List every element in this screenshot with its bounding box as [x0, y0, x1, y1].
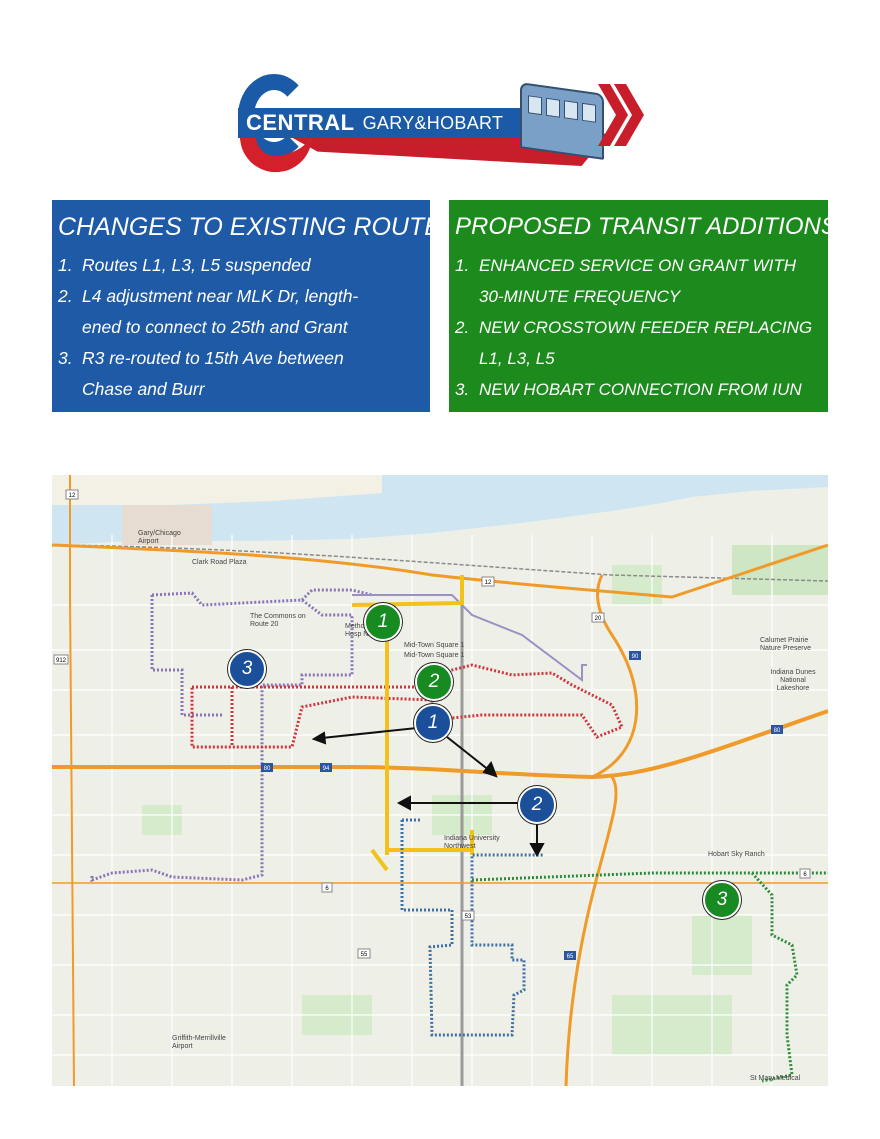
- route-r3-line: [90, 588, 373, 883]
- transit-route-map: 12 12 20 90 80 94 80 912 6 6 53 55 65: [52, 475, 828, 1086]
- highway-network: [52, 475, 828, 1086]
- i80-shield: [261, 763, 273, 772]
- changes-list: 1.Routes L1, L3, L5 suspended 2.L4 adjus…: [52, 250, 430, 405]
- list-item-continuation: Chase and Burr: [82, 379, 205, 399]
- map-marker-change-3[interactable]: 3: [228, 650, 266, 688]
- route-l1-l3-l5-line: [190, 663, 625, 749]
- list-item: 3.R3 re-routed to 15th Ave between: [58, 348, 344, 368]
- route-grant-enhanced-line: [351, 575, 474, 872]
- map-marker-addition-2[interactable]: 2: [415, 663, 453, 701]
- additions-panel-title: PROPOSED TRANSIT ADDITIONS: [455, 213, 837, 240]
- i80-shield-label: 80: [774, 728, 781, 734]
- map-arrows: [311, 727, 545, 858]
- route-purple-branch: [352, 594, 587, 682]
- logo-central-text: CENTRAL: [246, 110, 355, 135]
- park-shape: [612, 565, 662, 605]
- place-label-st-mary: St Mary Medical: [750, 1075, 801, 1082]
- place-label-midtown: Mid-Town Square 1: [404, 652, 465, 659]
- arrow-down-icon: [529, 843, 545, 858]
- us6-shield-label: 6: [803, 872, 807, 878]
- logo-gary-hobart-text: GARY&HOBART: [362, 112, 504, 133]
- i94-shield-label: 94: [323, 766, 330, 772]
- us6-shield: [321, 882, 333, 893]
- us20-shield-label: 20: [595, 616, 602, 622]
- list-item: 2.L4 adjustment near MLK Dr, length-: [58, 286, 359, 306]
- place-label-airport: Gary/Chicago Airport: [138, 530, 181, 545]
- place-label-hobart-sky-ranch: Hobart Sky Ranch: [708, 851, 765, 858]
- i80-shield-label: 80: [264, 766, 271, 772]
- map-marker-change-2[interactable]: 2: [518, 786, 556, 824]
- place-label-commons: The Commons on Route 20: [250, 613, 306, 628]
- route-l4-line: [400, 818, 544, 1037]
- list-item: 3.NEW HOBART CONNECTION FROM IUN: [455, 380, 802, 399]
- i80-shield: [771, 725, 783, 734]
- us20-shield: [591, 612, 605, 623]
- changes-panel-title: CHANGES TO EXISTING ROUTES: [58, 213, 458, 241]
- map-canvas: 12 12 20 90 80 94 80 912 6 6 53 55 65: [52, 475, 828, 1086]
- us6-shield-label: 6: [325, 886, 329, 892]
- central-gary-hobart-logo: CENTRAL GARY&HOBART: [238, 74, 644, 178]
- us53-shield-label: 53: [465, 914, 472, 920]
- state-55-shield: [357, 948, 371, 959]
- i65-shield: [564, 951, 576, 960]
- place-label-iun: Indiana University Northwest: [444, 835, 500, 850]
- us12-shield-label: 12: [485, 580, 492, 586]
- list-item-continuation: L1, L3, L5: [479, 349, 555, 368]
- map-marker-change-1[interactable]: 1: [414, 704, 452, 742]
- airport-area-shape: [122, 505, 212, 545]
- industrial-shore-shape: [52, 475, 382, 505]
- us53-shield: [461, 910, 475, 921]
- list-item-continuation: ened to connect to 25th and Grant: [82, 317, 348, 337]
- i90-shield-label: 90: [632, 654, 639, 660]
- i94-shield: [320, 763, 332, 772]
- proposed-transit-additions-panel: PROPOSED TRANSIT ADDITIONS 1.ENHANCED SE…: [449, 200, 837, 412]
- park-shape: [692, 915, 752, 975]
- us12-shield: [65, 489, 79, 500]
- place-label-midtown: Mid-Town Square 1: [404, 642, 465, 649]
- logo-blue-bar: CENTRAL GARY&HOBART: [238, 108, 528, 138]
- state-912-shield-label: 912: [56, 658, 67, 664]
- place-label-griffith: Griffith-Merrillville Airport: [172, 1035, 226, 1050]
- place-label-clark-road: Clark Road Plaza: [192, 559, 247, 566]
- list-item: 2.NEW CROSSTOWN FEEDER REPLACING: [455, 318, 813, 337]
- additions-list: 1.ENHANCED SERVICE ON GRANT WITH 30-MINU…: [449, 250, 828, 405]
- us6-shield: [799, 868, 811, 879]
- route-hobart-connection-line: [471, 871, 828, 1083]
- map-marker-addition-3[interactable]: 3: [703, 881, 741, 919]
- list-item: 1.Routes L1, L3, L5 suspended: [58, 255, 311, 275]
- list-item-continuation: 30-MINUTE FREQUENCY: [479, 287, 681, 306]
- arrow-down-right-icon: [482, 760, 498, 778]
- park-shape: [612, 995, 732, 1055]
- arrow-left-icon: [311, 731, 327, 745]
- us12-shield: [481, 576, 495, 587]
- map-marker-addition-1[interactable]: 1: [364, 603, 402, 641]
- place-label-calumet: Calumet Prairie Nature Preserve: [760, 637, 811, 652]
- place-label-dunes: Indiana Dunes National Lakeshore: [770, 669, 816, 692]
- i90-shield: [629, 651, 641, 660]
- changes-to-existing-routes-panel: CHANGES TO EXISTING ROUTES 1.Routes L1, …: [52, 200, 458, 412]
- streetcar-icon: [520, 82, 604, 160]
- street-grid: [52, 535, 828, 1086]
- park-shape: [142, 805, 182, 835]
- rail-line: [52, 544, 828, 582]
- list-item: 1.ENHANCED SERVICE ON GRANT WITH: [455, 256, 797, 275]
- state-55-shield-label: 55: [361, 952, 368, 958]
- us12-shield-label: 12: [69, 493, 76, 499]
- arrow-left-icon: [396, 795, 411, 811]
- state-912-shield: [53, 654, 69, 665]
- place-label-methodist: Methodist Hosp North: [345, 623, 381, 638]
- dunes-park-shape: [732, 545, 828, 595]
- i65-shield-label: 65: [567, 954, 574, 960]
